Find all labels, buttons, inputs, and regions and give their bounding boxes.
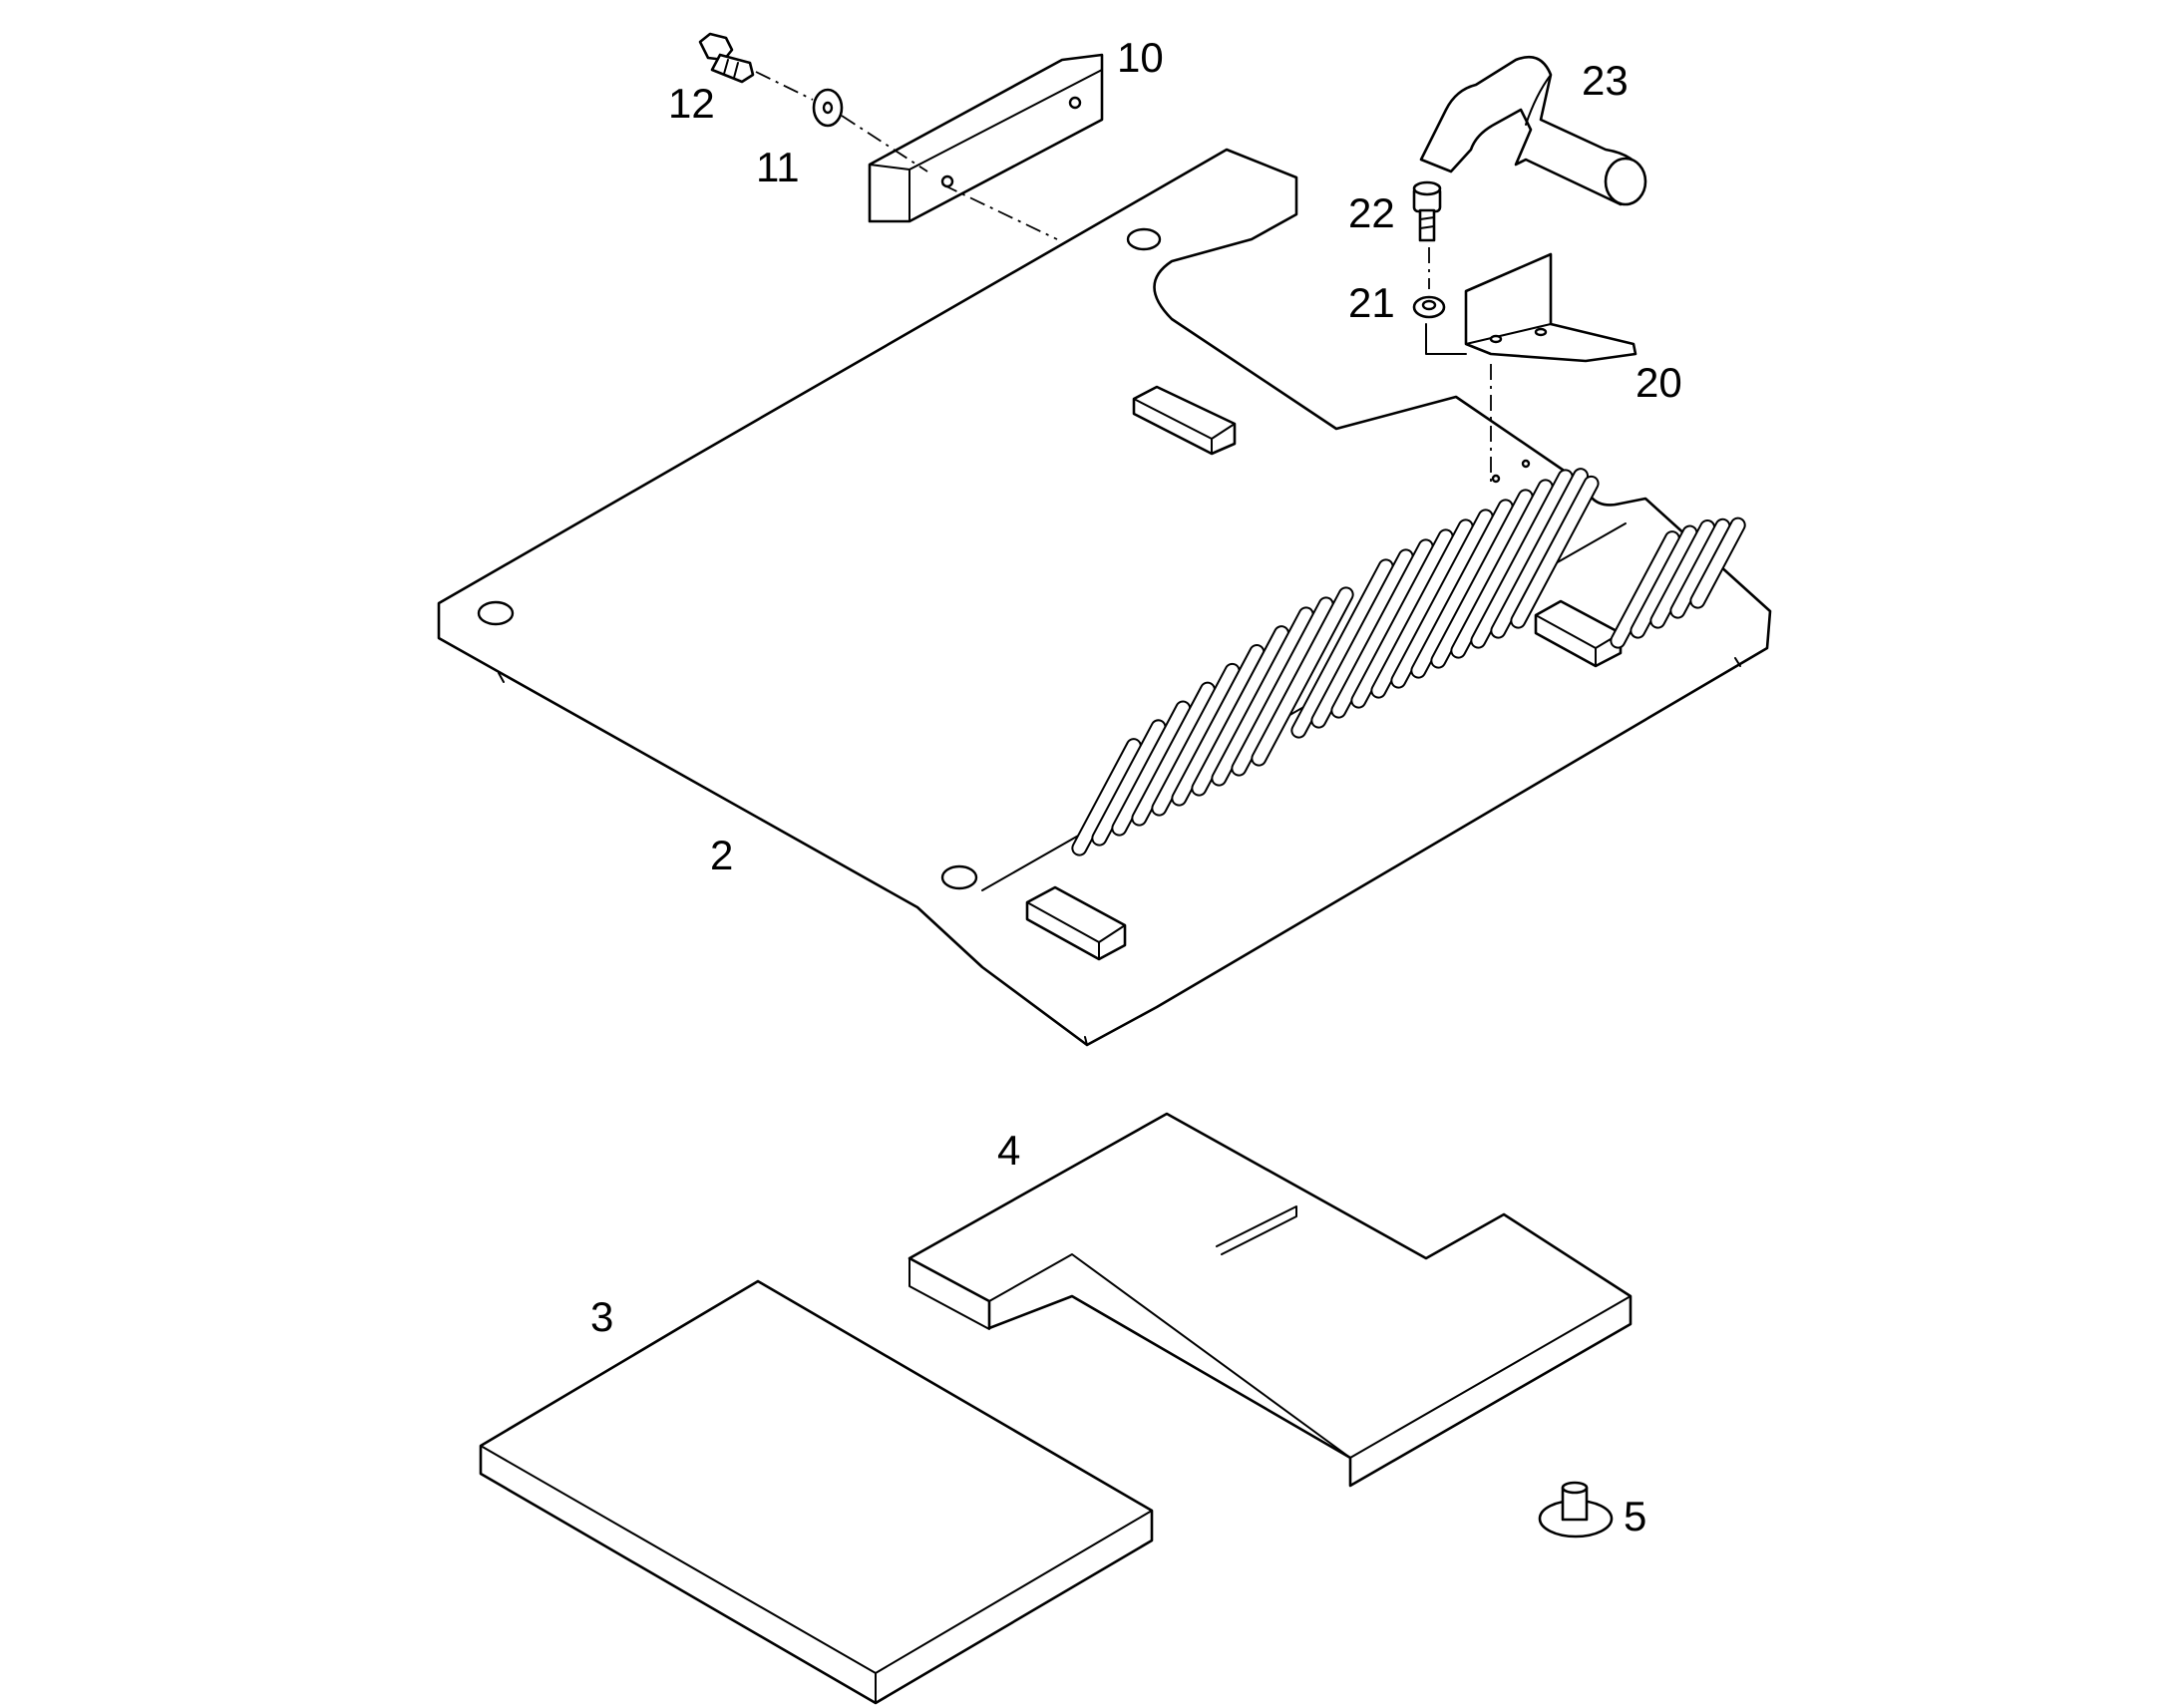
washer-21 — [1412, 295, 1446, 319]
screw-12 — [698, 32, 755, 84]
bracket-10 — [868, 53, 1104, 223]
callout-21: 21 — [1348, 279, 1395, 326]
mounting-plate-20 — [1425, 252, 1637, 363]
callout-23: 23 — [1582, 57, 1629, 104]
washer-11 — [812, 88, 844, 128]
callout-10: 10 — [1117, 34, 1164, 81]
foam-pad-4 — [908, 1112, 1633, 1488]
callout-22: 22 — [1348, 189, 1395, 236]
handle-23 — [1419, 55, 1647, 206]
base-plate — [437, 148, 1772, 1047]
callout-5: 5 — [1624, 1493, 1646, 1539]
vent-slots-rear — [1610, 516, 1746, 649]
vent-slots-middle — [1290, 468, 1600, 739]
callout-20: 20 — [1635, 359, 1682, 406]
callout-4: 4 — [997, 1127, 1020, 1174]
callout-12: 12 — [668, 80, 715, 127]
callout-3: 3 — [590, 1293, 613, 1340]
assembly-leaders — [755, 71, 1492, 484]
vent-slots-front — [1071, 586, 1354, 856]
callouts: 2 3 4 5 10 11 12 20 21 22 23 — [590, 34, 1682, 1539]
callout-2: 2 — [710, 832, 733, 878]
standoff-5 — [1538, 1481, 1614, 1538]
foam-pad-3 — [479, 1279, 1154, 1705]
callout-11: 11 — [756, 144, 800, 190]
cap-screw-22 — [1412, 180, 1442, 242]
